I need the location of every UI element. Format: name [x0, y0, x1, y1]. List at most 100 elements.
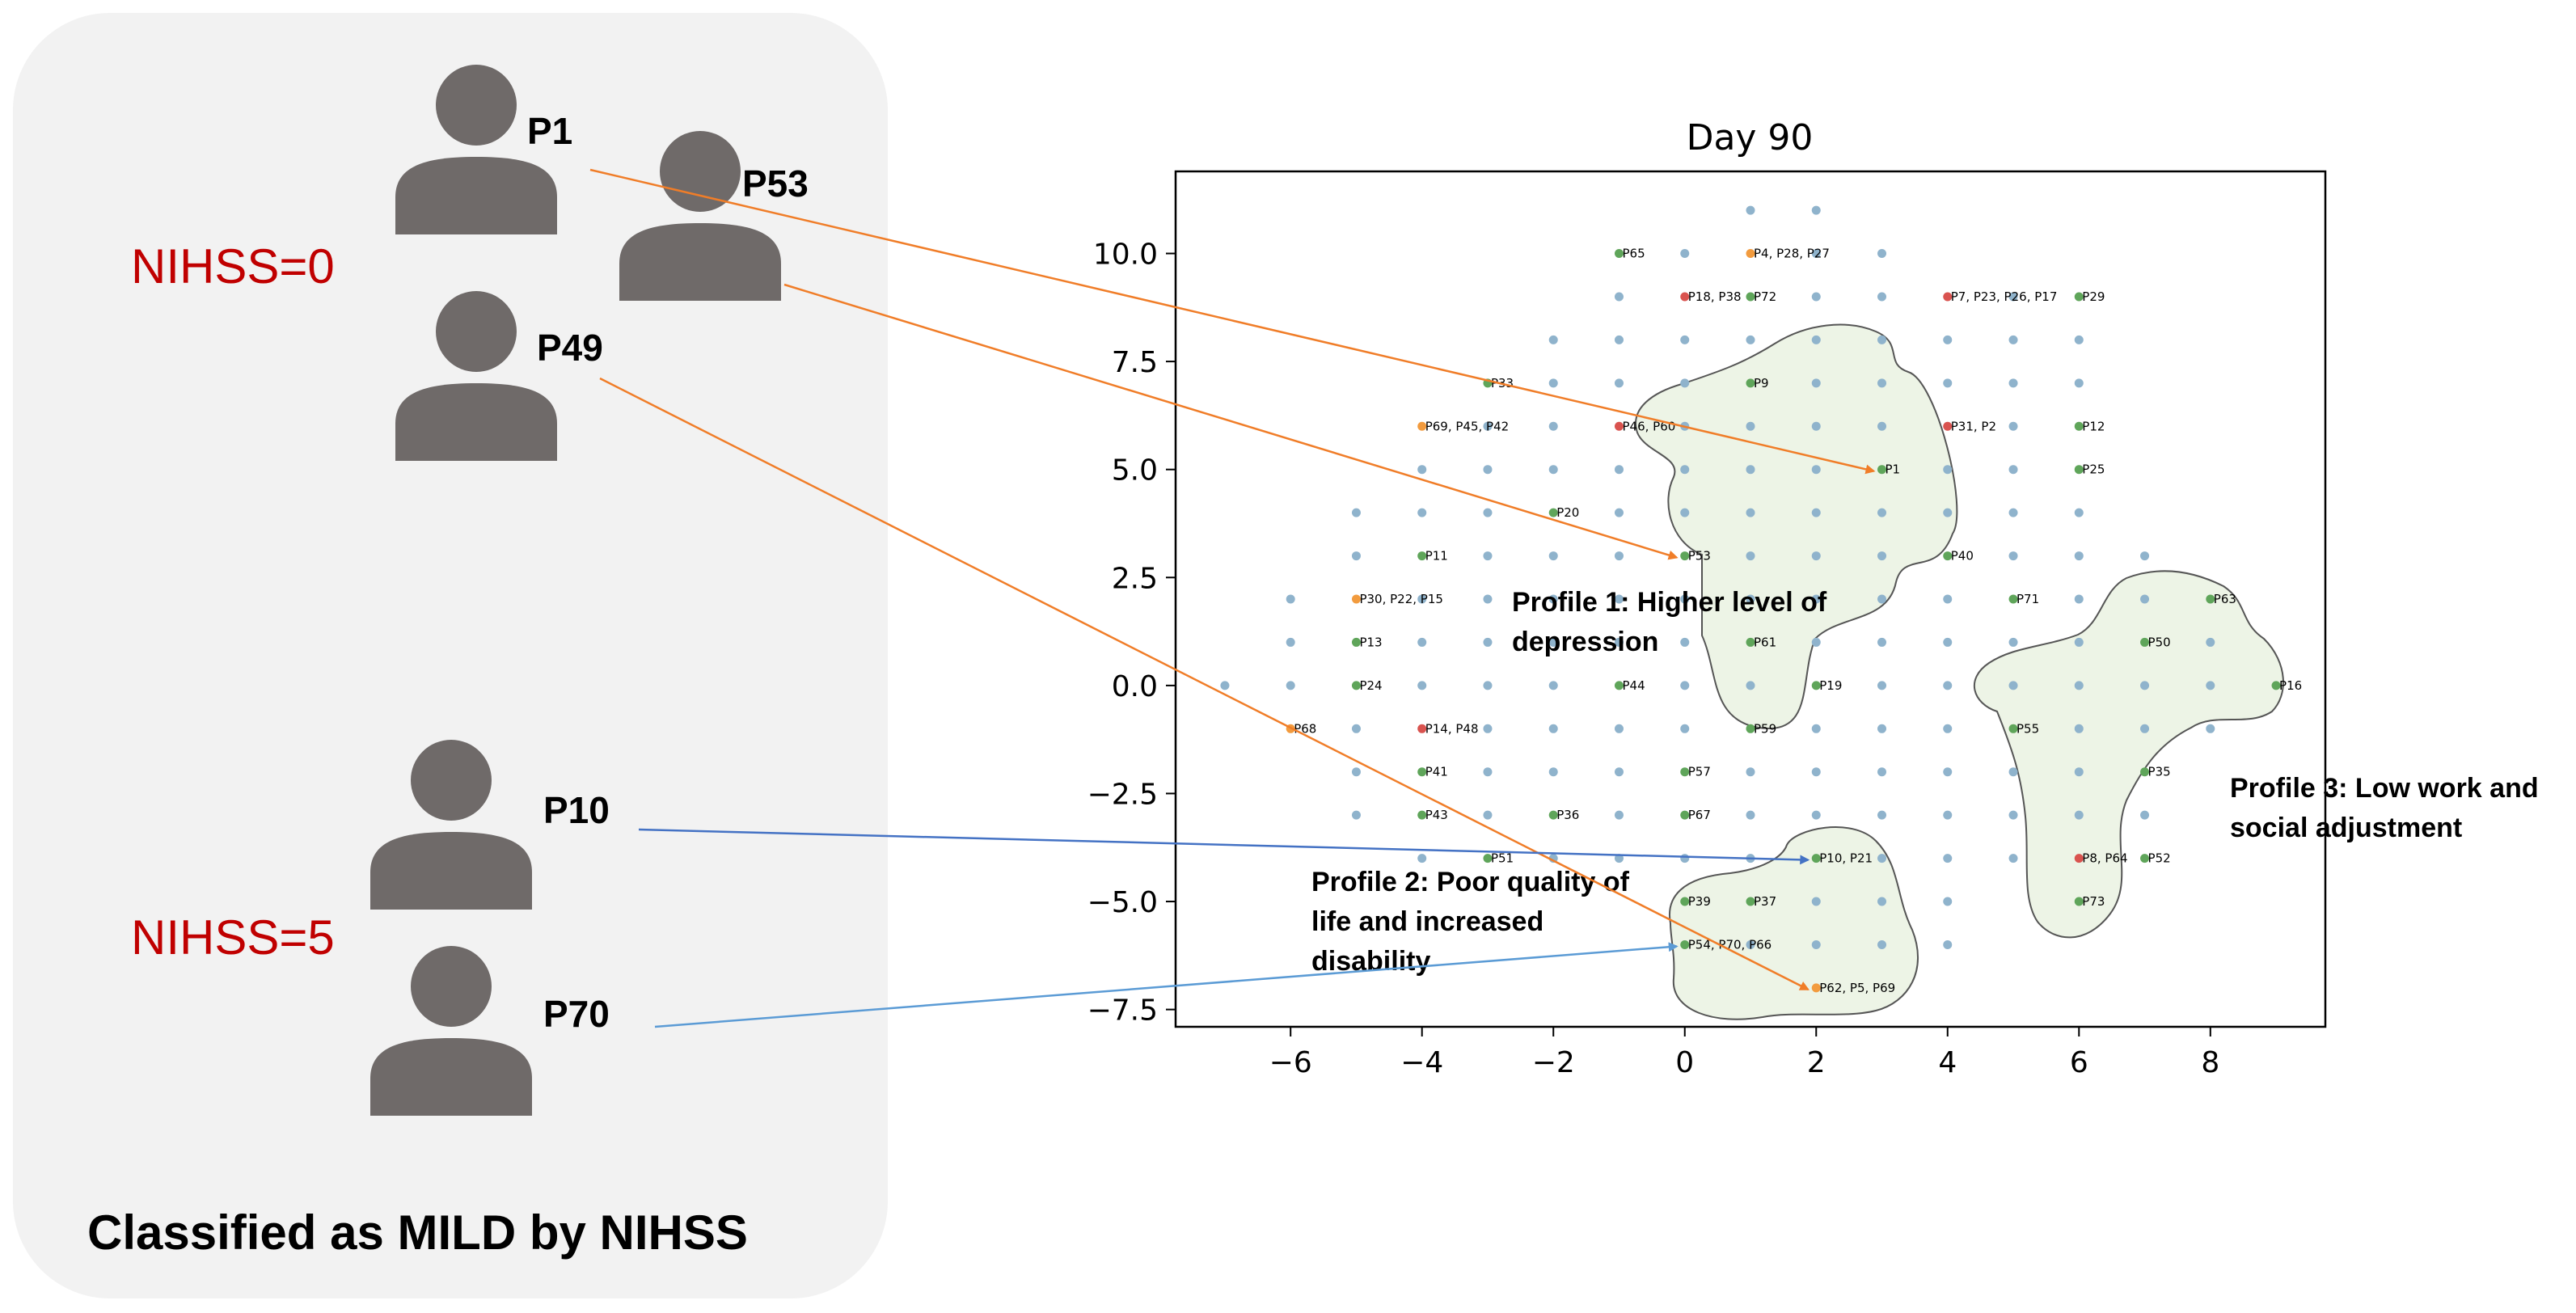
grid-dot	[1614, 637, 1624, 647]
x-tick-label: −4	[1400, 1046, 1443, 1079]
grid-dot	[1680, 854, 1690, 863]
grid-dot	[1877, 378, 1887, 388]
grid-dot	[1614, 465, 1624, 475]
labeled-point: P40	[1943, 549, 1974, 564]
grid-dot	[1943, 810, 1953, 820]
grid-dot	[2140, 594, 2150, 604]
grid-dot	[1746, 205, 1755, 215]
labeled-point: P12	[2074, 419, 2105, 433]
grid-dot	[1548, 724, 1558, 733]
point-label: P13	[1359, 635, 1382, 649]
labeled-point: P53	[1680, 549, 1711, 564]
point-marker	[1746, 724, 1755, 733]
person-head-icon	[436, 291, 517, 372]
x-tick-label: 4	[1938, 1046, 1957, 1079]
x-tick-label: −6	[1269, 1046, 1312, 1079]
grid-dot	[1877, 551, 1887, 561]
x-tick-label: −2	[1532, 1046, 1575, 1079]
grid-dot	[2140, 551, 2150, 561]
patient-label: P1	[527, 110, 572, 152]
point-label: P31, P2	[1951, 419, 1996, 433]
grid-dot	[1548, 551, 1558, 561]
grid-dot	[1943, 767, 1953, 777]
profile-1-line-1: Profile 1: Higher level of	[1512, 587, 1827, 618]
point-label: P65	[1622, 247, 1645, 261]
point-label: P41	[1425, 765, 1448, 779]
grid-dot	[1746, 939, 1755, 949]
point-marker	[1351, 594, 1361, 604]
grid-dot	[1417, 854, 1427, 863]
arrow-p49	[599, 377, 1810, 991]
point-marker	[1943, 421, 1953, 431]
grid-dot	[2008, 421, 2018, 431]
point-label: P14, P48	[1425, 721, 1479, 736]
grid-dot	[1877, 421, 1887, 431]
labeled-point: P52	[2140, 851, 2171, 866]
grid-dot	[1877, 508, 1887, 517]
patient-arrows	[589, 168, 1876, 1028]
grid-points	[1220, 205, 2215, 949]
point-marker	[1746, 378, 1755, 388]
point-label: P36	[1556, 808, 1579, 822]
labeled-point: P8, P64	[2074, 851, 2128, 866]
point-marker	[1811, 983, 1821, 993]
grid-dot	[2140, 724, 2150, 733]
profile-3-line-2: social adjustment	[2230, 813, 2462, 843]
grid-dot	[1548, 335, 1558, 344]
labeled-point: P51	[1483, 851, 1514, 866]
point-marker	[1746, 292, 1755, 302]
grid-dot	[1614, 551, 1624, 561]
grid-dot	[1614, 810, 1624, 820]
x-tick-label: 2	[1807, 1046, 1826, 1079]
point-marker	[1680, 767, 1690, 777]
y-tick-label: −7.5	[1087, 994, 1158, 1028]
grid-dot	[1351, 551, 1361, 561]
point-marker	[2074, 465, 2084, 475]
point-label: P62, P5, P69	[1819, 981, 1895, 995]
grid-dot	[1943, 637, 1953, 647]
profile-3-label: Profile 3: Low work and social adjustmen…	[2230, 773, 2546, 843]
labeled-point: P19	[1811, 678, 1842, 693]
point-marker	[1417, 767, 1427, 777]
grid-dot	[1483, 724, 1493, 733]
point-marker	[2140, 854, 2150, 863]
grid-dot	[1746, 335, 1755, 344]
chart-title: Day 90	[1687, 117, 1814, 158]
point-label: P71	[2016, 592, 2039, 606]
grid-dot	[2008, 508, 2018, 517]
point-marker	[1351, 637, 1361, 647]
point-marker	[1746, 249, 1755, 259]
patient-label: P49	[537, 327, 603, 369]
grid-dot	[1614, 335, 1624, 344]
grid-dot	[2008, 465, 2018, 475]
grid-dot	[2074, 637, 2084, 647]
grid-dot	[1680, 335, 1690, 344]
point-marker	[1877, 465, 1887, 475]
grid-dot	[1417, 465, 1427, 475]
grid-dot	[2008, 637, 2018, 647]
grid-dot	[2008, 810, 2018, 820]
y-tick-label: 7.5	[1112, 346, 1158, 379]
grid-dot	[1614, 292, 1624, 302]
point-marker	[1548, 508, 1558, 517]
point-marker	[1811, 854, 1821, 863]
y-tick-label: −5.0	[1087, 886, 1158, 919]
point-marker	[2206, 594, 2215, 604]
point-marker	[1680, 551, 1690, 561]
point-label: P52	[2148, 851, 2171, 866]
point-label: P1	[1886, 462, 1901, 477]
person-head-icon	[436, 65, 517, 146]
point-label: P25	[2082, 462, 2105, 477]
grid-dot	[1483, 508, 1493, 517]
grid-dot	[1877, 897, 1887, 906]
y-tick-label: −2.5	[1087, 778, 1158, 811]
labeled-point: P1	[1877, 462, 1900, 477]
grid-dot	[1877, 681, 1887, 690]
point-label: P46, P60	[1622, 419, 1675, 433]
grid-dot	[1680, 249, 1690, 259]
grid-dot	[1943, 681, 1953, 690]
grid-dot	[2008, 335, 2018, 344]
labeled-point: P10, P21	[1811, 851, 1873, 866]
grid-dot	[1811, 378, 1821, 388]
point-marker	[2008, 724, 2018, 733]
